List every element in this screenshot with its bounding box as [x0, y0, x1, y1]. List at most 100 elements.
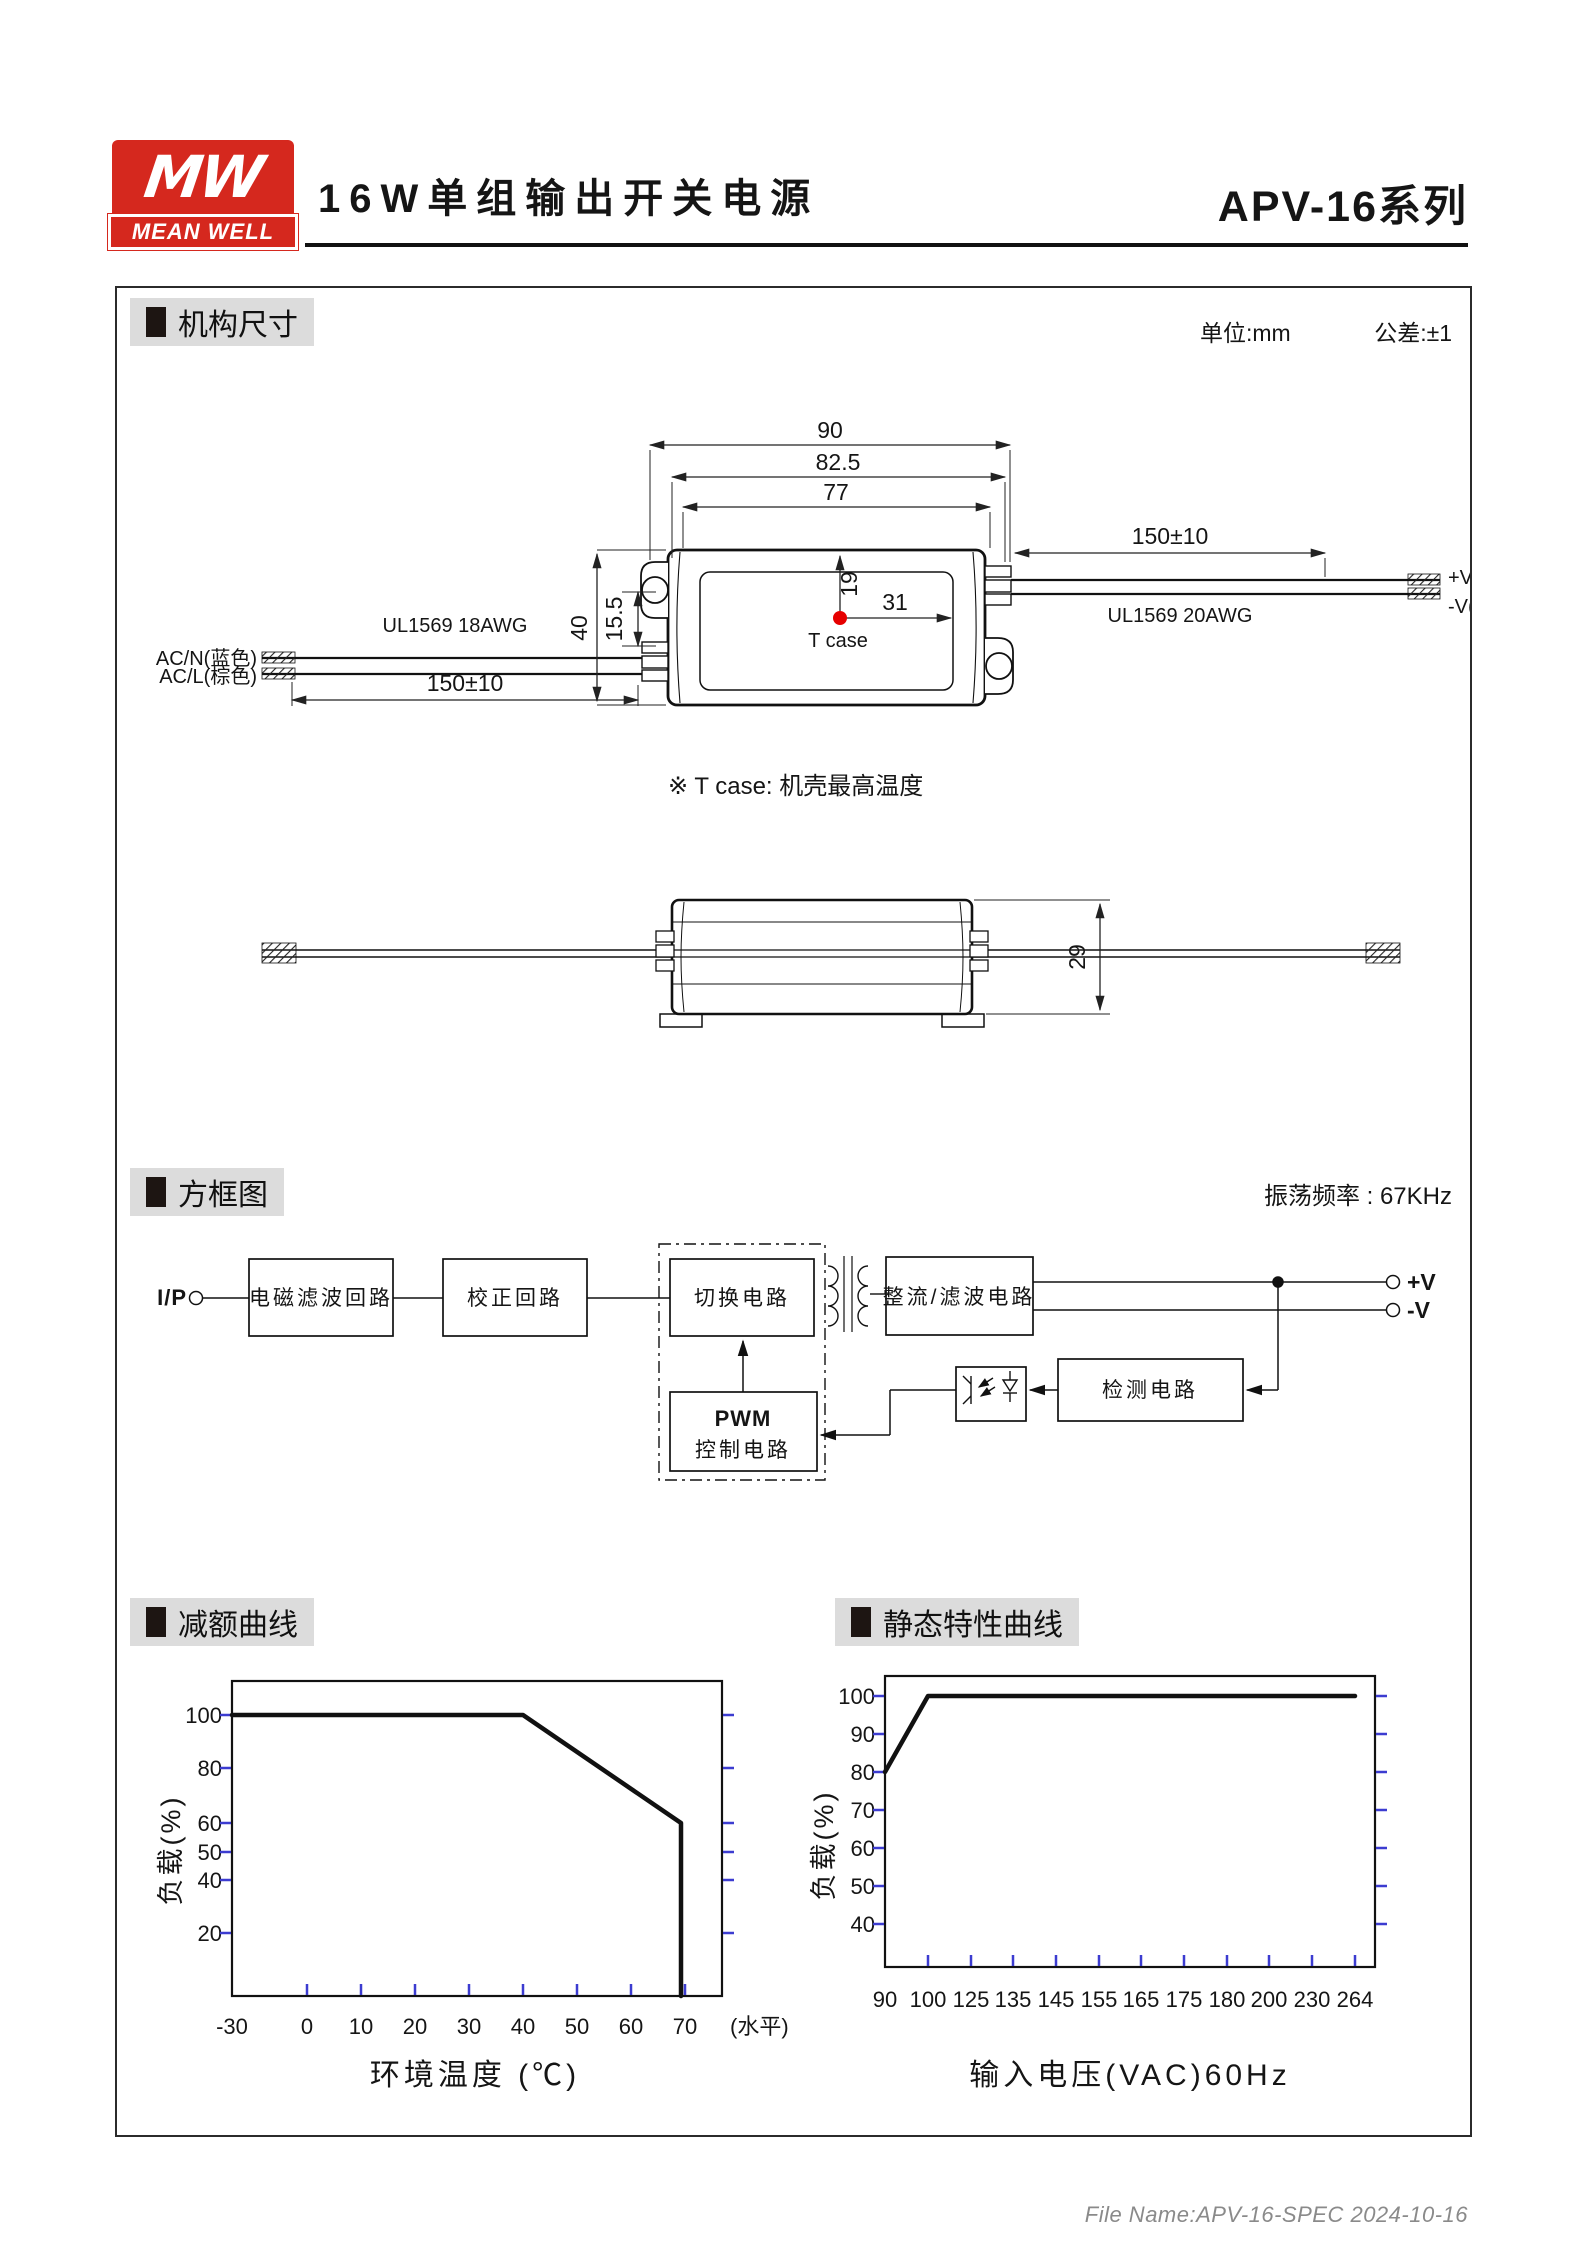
wire-len-left: 150±10: [427, 670, 504, 696]
svg-text:0: 0: [301, 2014, 313, 2039]
dim-40: 40: [566, 615, 592, 641]
terminal-vminus: [1385, 1302, 1401, 1318]
derating-x-axis-label: 环境温度 (℃): [370, 2059, 580, 2092]
svg-text:60: 60: [198, 1811, 222, 1836]
optocoupler-symbol: [962, 1371, 1019, 1405]
wire-spec-left: UL1569 18AWG: [383, 615, 528, 637]
svg-text:100: 100: [838, 1684, 875, 1709]
content-border: [115, 286, 1472, 2137]
series-title: APV-16系列: [1217, 183, 1468, 231]
svg-text:264: 264: [1337, 1987, 1374, 2012]
transformer-icon: [827, 1256, 886, 1332]
svg-text:155: 155: [1081, 1987, 1118, 2012]
svg-text:60: 60: [619, 2014, 643, 2039]
unit-note-text: 单位:mm: [1200, 320, 1291, 346]
dim-77: 77: [823, 479, 849, 505]
title-underline: [305, 243, 1468, 247]
dashed-group-border: [658, 1243, 826, 1481]
section-block-label: 方框图: [130, 1168, 284, 1216]
derating-plot-area: [230, 1679, 724, 1998]
page-title: 16W单组输出开关电源: [318, 177, 820, 221]
block-diagram: I/P 电磁滤波回路 校正回路 切换电路 整流/滤波电路 检测电路 PWM 控制…: [157, 1243, 1436, 1481]
logo-banner: MEAN WELL: [107, 213, 299, 251]
svg-text:20: 20: [403, 2014, 427, 2039]
box-switch-label: 切换电路: [694, 1287, 790, 1310]
derating-curve: [229, 1712, 684, 1999]
label-acn: AC/N(蓝色): [156, 647, 257, 670]
box-pwm-label-2: 控制电路: [695, 1439, 791, 1462]
input-terminal-label: I/P: [157, 1285, 187, 1310]
dimension-lines: [290, 440, 1327, 706]
svg-text:50: 50: [198, 1840, 222, 1865]
tcase-note: ※ T case: 机壳最高温度: [668, 773, 923, 800]
box-rectifier-label: 整流/滤波电路: [883, 1286, 1036, 1309]
svg-text:200: 200: [1251, 1987, 1288, 2012]
side-view: [261, 898, 1401, 1028]
svg-text:90: 90: [851, 1722, 875, 1747]
section-mechanical-text: 机构尺寸: [178, 309, 298, 342]
svg-text:80: 80: [198, 1756, 222, 1781]
wire-spec-right: UL1569 20AWG: [1108, 605, 1253, 627]
svg-text:40: 40: [511, 2014, 535, 2039]
svg-text:80: 80: [851, 1760, 875, 1785]
tolerance-note-text: 公差:±1: [1374, 320, 1452, 346]
svg-text:70: 70: [851, 1798, 875, 1823]
section-static-label: 静态特性曲线: [835, 1598, 1079, 1646]
logo-brand-text: MEAN WELL: [131, 219, 275, 244]
left-strain-relief: [641, 641, 669, 682]
svg-text:145: 145: [1038, 1987, 1075, 2012]
box-switching: [669, 1258, 815, 1337]
meanwell-logo: MW: [112, 140, 294, 214]
section-block-text: 方框图: [178, 1179, 268, 1212]
svg-text:40: 40: [198, 1868, 222, 1893]
box-detect-label: 检测电路: [1102, 1379, 1198, 1402]
section-derating-label: 减额曲线: [130, 1598, 314, 1646]
box-rectifier-filter: [885, 1256, 1034, 1336]
svg-text:180: 180: [1209, 1987, 1246, 2012]
dim-90: 90: [817, 417, 843, 443]
svg-text:30: 30: [457, 2014, 481, 2039]
tcase-dot: [833, 611, 847, 625]
dim-29: 29: [1064, 944, 1090, 970]
out-vminus-label: -V: [1407, 1297, 1431, 1323]
static-curve: [882, 1693, 1358, 1775]
dim-31: 31: [882, 589, 908, 615]
static-x-axis-label: 输入电压(VAC)60Hz: [969, 2059, 1290, 2092]
section-derating-text: 减额曲线: [178, 1609, 298, 1642]
svg-text:40: 40: [851, 1912, 875, 1937]
svg-text:100: 100: [185, 1703, 222, 1728]
box-pfc-label: 校正回路: [467, 1287, 563, 1310]
svg-text:70: 70: [673, 2014, 697, 2039]
file-info: File Name:APV-16-SPEC 2024-10-16: [1084, 2202, 1468, 2227]
section-marker-icon: [851, 1607, 871, 1637]
derating-x-suffix: (水平): [730, 2014, 789, 2039]
svg-text:-30: -30: [216, 2014, 248, 2039]
svg-text:20: 20: [198, 1921, 222, 1946]
static-plot-area: [883, 1674, 1377, 1969]
section-mechanical-label: 机构尺寸: [130, 298, 314, 346]
svg-text:125: 125: [953, 1987, 990, 2012]
label-acl: AC/L(棕色): [159, 665, 257, 688]
right-strain-relief: [984, 565, 1012, 606]
tcase-label: T case: [808, 630, 868, 652]
svg-text:10: 10: [349, 2014, 373, 2039]
svg-text:175: 175: [1166, 1987, 1203, 2012]
terminal-vplus: [1385, 1274, 1401, 1290]
svg-text:165: 165: [1123, 1987, 1160, 2012]
label-vminus: -V(黑色): [1448, 595, 1470, 618]
logo-mw-icon: MW: [140, 143, 266, 211]
svg-text:60: 60: [851, 1836, 875, 1861]
svg-text:135: 135: [995, 1987, 1032, 2012]
optocoupler-icon: [955, 1366, 1027, 1422]
svg-text:90: 90: [873, 1987, 897, 2012]
section-marker-icon: [146, 307, 166, 337]
input-wires: [261, 651, 642, 680]
box-pwm-label-1: PWM: [715, 1406, 772, 1431]
section-static-text: 静态特性曲线: [883, 1609, 1063, 1642]
out-vplus-label: +V: [1407, 1269, 1436, 1295]
